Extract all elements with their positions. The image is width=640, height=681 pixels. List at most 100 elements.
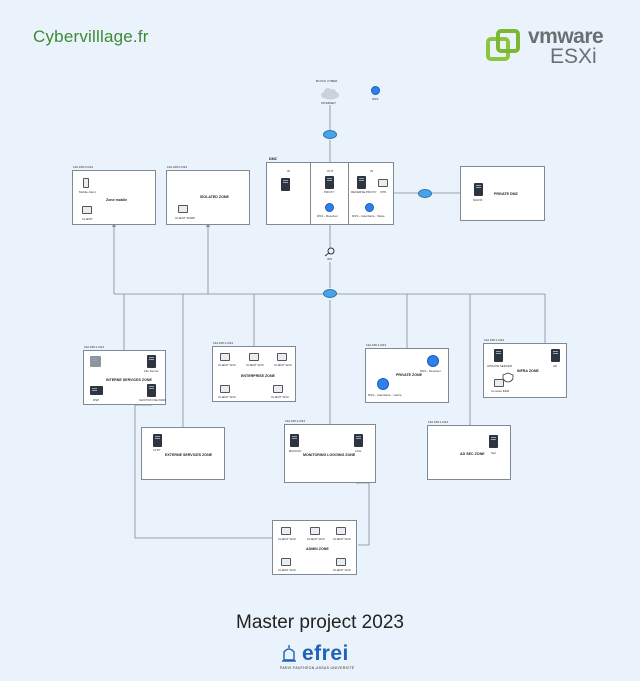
dmz-col-in-2: IN — [370, 169, 373, 173]
vpn-label: VPN — [380, 190, 387, 194]
dns-auth-label: DNS - Autoritaire - Slave — [352, 214, 385, 218]
monitoring-title: MONITORING LOGGING ZONE — [303, 453, 356, 457]
ids-magnifier-icon — [324, 247, 335, 257]
client-icon — [281, 527, 291, 535]
mobile-icon — [83, 178, 89, 188]
efrei-logo: efrei PARIS PANTHÉON-ASSAS UNIVERSITÉ — [280, 642, 370, 676]
client-label: CLIENT — [82, 217, 93, 221]
backup-server-icon — [290, 434, 299, 447]
client-icon — [336, 558, 346, 566]
console-edr-label: Console EDR — [491, 389, 510, 393]
dns-resolver-icon — [427, 355, 439, 367]
router-icon — [323, 130, 337, 139]
client-w10-label: CLIENT W10 — [333, 568, 351, 572]
client-icon — [310, 527, 320, 535]
server-icon — [281, 178, 290, 191]
vpn-icon — [378, 179, 388, 187]
ad-server-icon — [551, 349, 560, 362]
client-snmp-label: CLIENT SNMP — [175, 216, 196, 220]
admin-zone-title: ADMIN ZONE — [306, 547, 329, 551]
enterprise-title: ENTERPRISE ZONE — [241, 374, 275, 378]
proxy-label: PROXY — [324, 190, 335, 194]
dns-auth-icon — [377, 378, 389, 390]
infra-zone-title: INFRA ZONE — [517, 369, 539, 373]
client-w10-label: CLIENT W10 — [278, 537, 296, 541]
zone-mobile: 192.168.0.0/24 Mobile client Zone mobile… — [72, 165, 156, 225]
dsp-label: DSP — [93, 398, 100, 402]
enterprise-zone: 192.168.1.0/24 CLIENT W10 CLIENT W10 CLI… — [212, 341, 296, 402]
efrei-tagline: PARIS PANTHÉON-ASSAS UNIVERSITÉ — [280, 666, 355, 670]
private-dmz-zone: NGINX PRIVATE DMZ — [460, 166, 545, 221]
ids-label: IDS — [327, 257, 333, 261]
enterprise-ip: 192.168.1.0/24 — [213, 341, 234, 345]
update-server-icon — [494, 349, 503, 362]
gestion-parc-icon — [147, 384, 156, 397]
nginx-server-icon — [474, 183, 483, 196]
router-icon-core — [323, 289, 337, 298]
dsp-icon — [90, 386, 103, 395]
laptop-icon — [494, 379, 504, 387]
vmware-logo-icon — [486, 29, 520, 61]
client-icon — [220, 385, 230, 393]
lftp-server-icon — [153, 434, 162, 447]
dns-auth-maitre-label: DNS - Autoritaire - maitre — [368, 393, 402, 397]
isolated-zone: 192.168.0.0/24 ISOLATED ZONE CLIENT SNMP — [166, 165, 250, 225]
client-icon — [277, 353, 287, 361]
client-w10-label: CLIENT W10 — [246, 363, 264, 367]
proxy-server-icon — [325, 176, 334, 189]
project-title: Master project 2023 — [236, 612, 404, 633]
vmware-esxi-logo: vmware ESXi — [486, 25, 614, 71]
file-server-label: File Server — [144, 369, 159, 373]
interne-services-zone: 192.168.1.0/24 File Server INTERNE SERVI… — [83, 345, 167, 405]
client-w10-label: CLIENT W10 — [218, 395, 236, 399]
ad-sec-title: AD SEC ZONE — [460, 452, 485, 456]
private-zone-title: PRIVATE ZONE — [396, 373, 423, 377]
log-label: LOG — [355, 449, 362, 453]
vmware-wordmark: vmware — [528, 25, 604, 48]
dns-resolver-label: DNS - Resolver — [420, 369, 441, 373]
gestion-parc-label: GESTION DE PARC — [139, 398, 167, 402]
laptop-icon — [82, 206, 92, 214]
efrei-wordmark: efrei — [302, 642, 349, 665]
dns-label: DNS — [372, 97, 379, 101]
client-icon — [336, 527, 346, 535]
client-icon — [281, 558, 291, 566]
zone-mobile-title: Zone mobile — [106, 198, 128, 202]
brand-title: Cybervilllage.fr — [33, 27, 149, 46]
monitoring-zone: 192.168.1.0/24 BACKUP LOG MONITORING LOG… — [284, 419, 376, 483]
infra-zone: 192.168.1.0/24 UPDATE SERVER AD INFRA ZO… — [483, 338, 567, 398]
private-zone: 192.168.1.0/24 DNS - Resolver PRIVATE ZO… — [365, 343, 449, 403]
ad-sec-ip: 192.168.1.0/24 — [428, 420, 449, 424]
dns-resolver-icon — [325, 203, 334, 212]
client-icon — [220, 353, 230, 361]
private-dmz-title: PRIVATE DMZ — [494, 192, 518, 196]
efrei-emblem-icon — [282, 645, 296, 662]
isolated-zone-title: ISOLATED ZONE — [200, 195, 229, 199]
dmz-col-out: OUT — [327, 169, 334, 173]
ad-sec-zone: 192.168.1.0/24 Sec AD SEC ZONE — [427, 420, 511, 480]
zone-mobile-ip: 192.168.0.0/24 — [73, 165, 94, 169]
esxi-wordmark: ESXi — [550, 45, 597, 68]
ad-label: AD — [553, 364, 558, 368]
admin-zone: CLIENT W10 CLIENT W10 CLIENT W10 ADMIN Z… — [272, 520, 357, 575]
client-icon — [249, 353, 259, 361]
mobile-client-label: Mobile client — [79, 190, 96, 194]
dns-auth-icon — [365, 203, 374, 212]
client-w10-label: CLIENT W10 — [218, 363, 236, 367]
nginx-label: NGINX — [473, 198, 483, 202]
externe-services-zone: LFTP EXTERNE SERVICES ZONE — [141, 427, 225, 480]
storage-icon — [90, 356, 101, 367]
sec-label: Sec — [491, 451, 497, 455]
sec-server-icon — [489, 435, 498, 448]
router-icon-dmz — [418, 189, 432, 198]
update-server-label: UPDATE SERVER — [487, 364, 513, 368]
dns-resolver-label: DNS - Resolver — [317, 214, 338, 218]
interne-services-ip: 192.168.1.0/24 — [84, 345, 105, 349]
client-w10-label: CLIENT W10 — [274, 363, 292, 367]
client-icon — [273, 385, 283, 393]
cloud-icon — [321, 88, 339, 100]
lftp-label: LFTP — [153, 448, 161, 452]
dmz-col-in: IN — [287, 169, 290, 173]
dmz-zone: DMZ IN OUT IN PROXY DNS - Resolver REVER… — [266, 157, 394, 225]
block-cyber-label: BLOCK CYBER — [316, 79, 338, 83]
